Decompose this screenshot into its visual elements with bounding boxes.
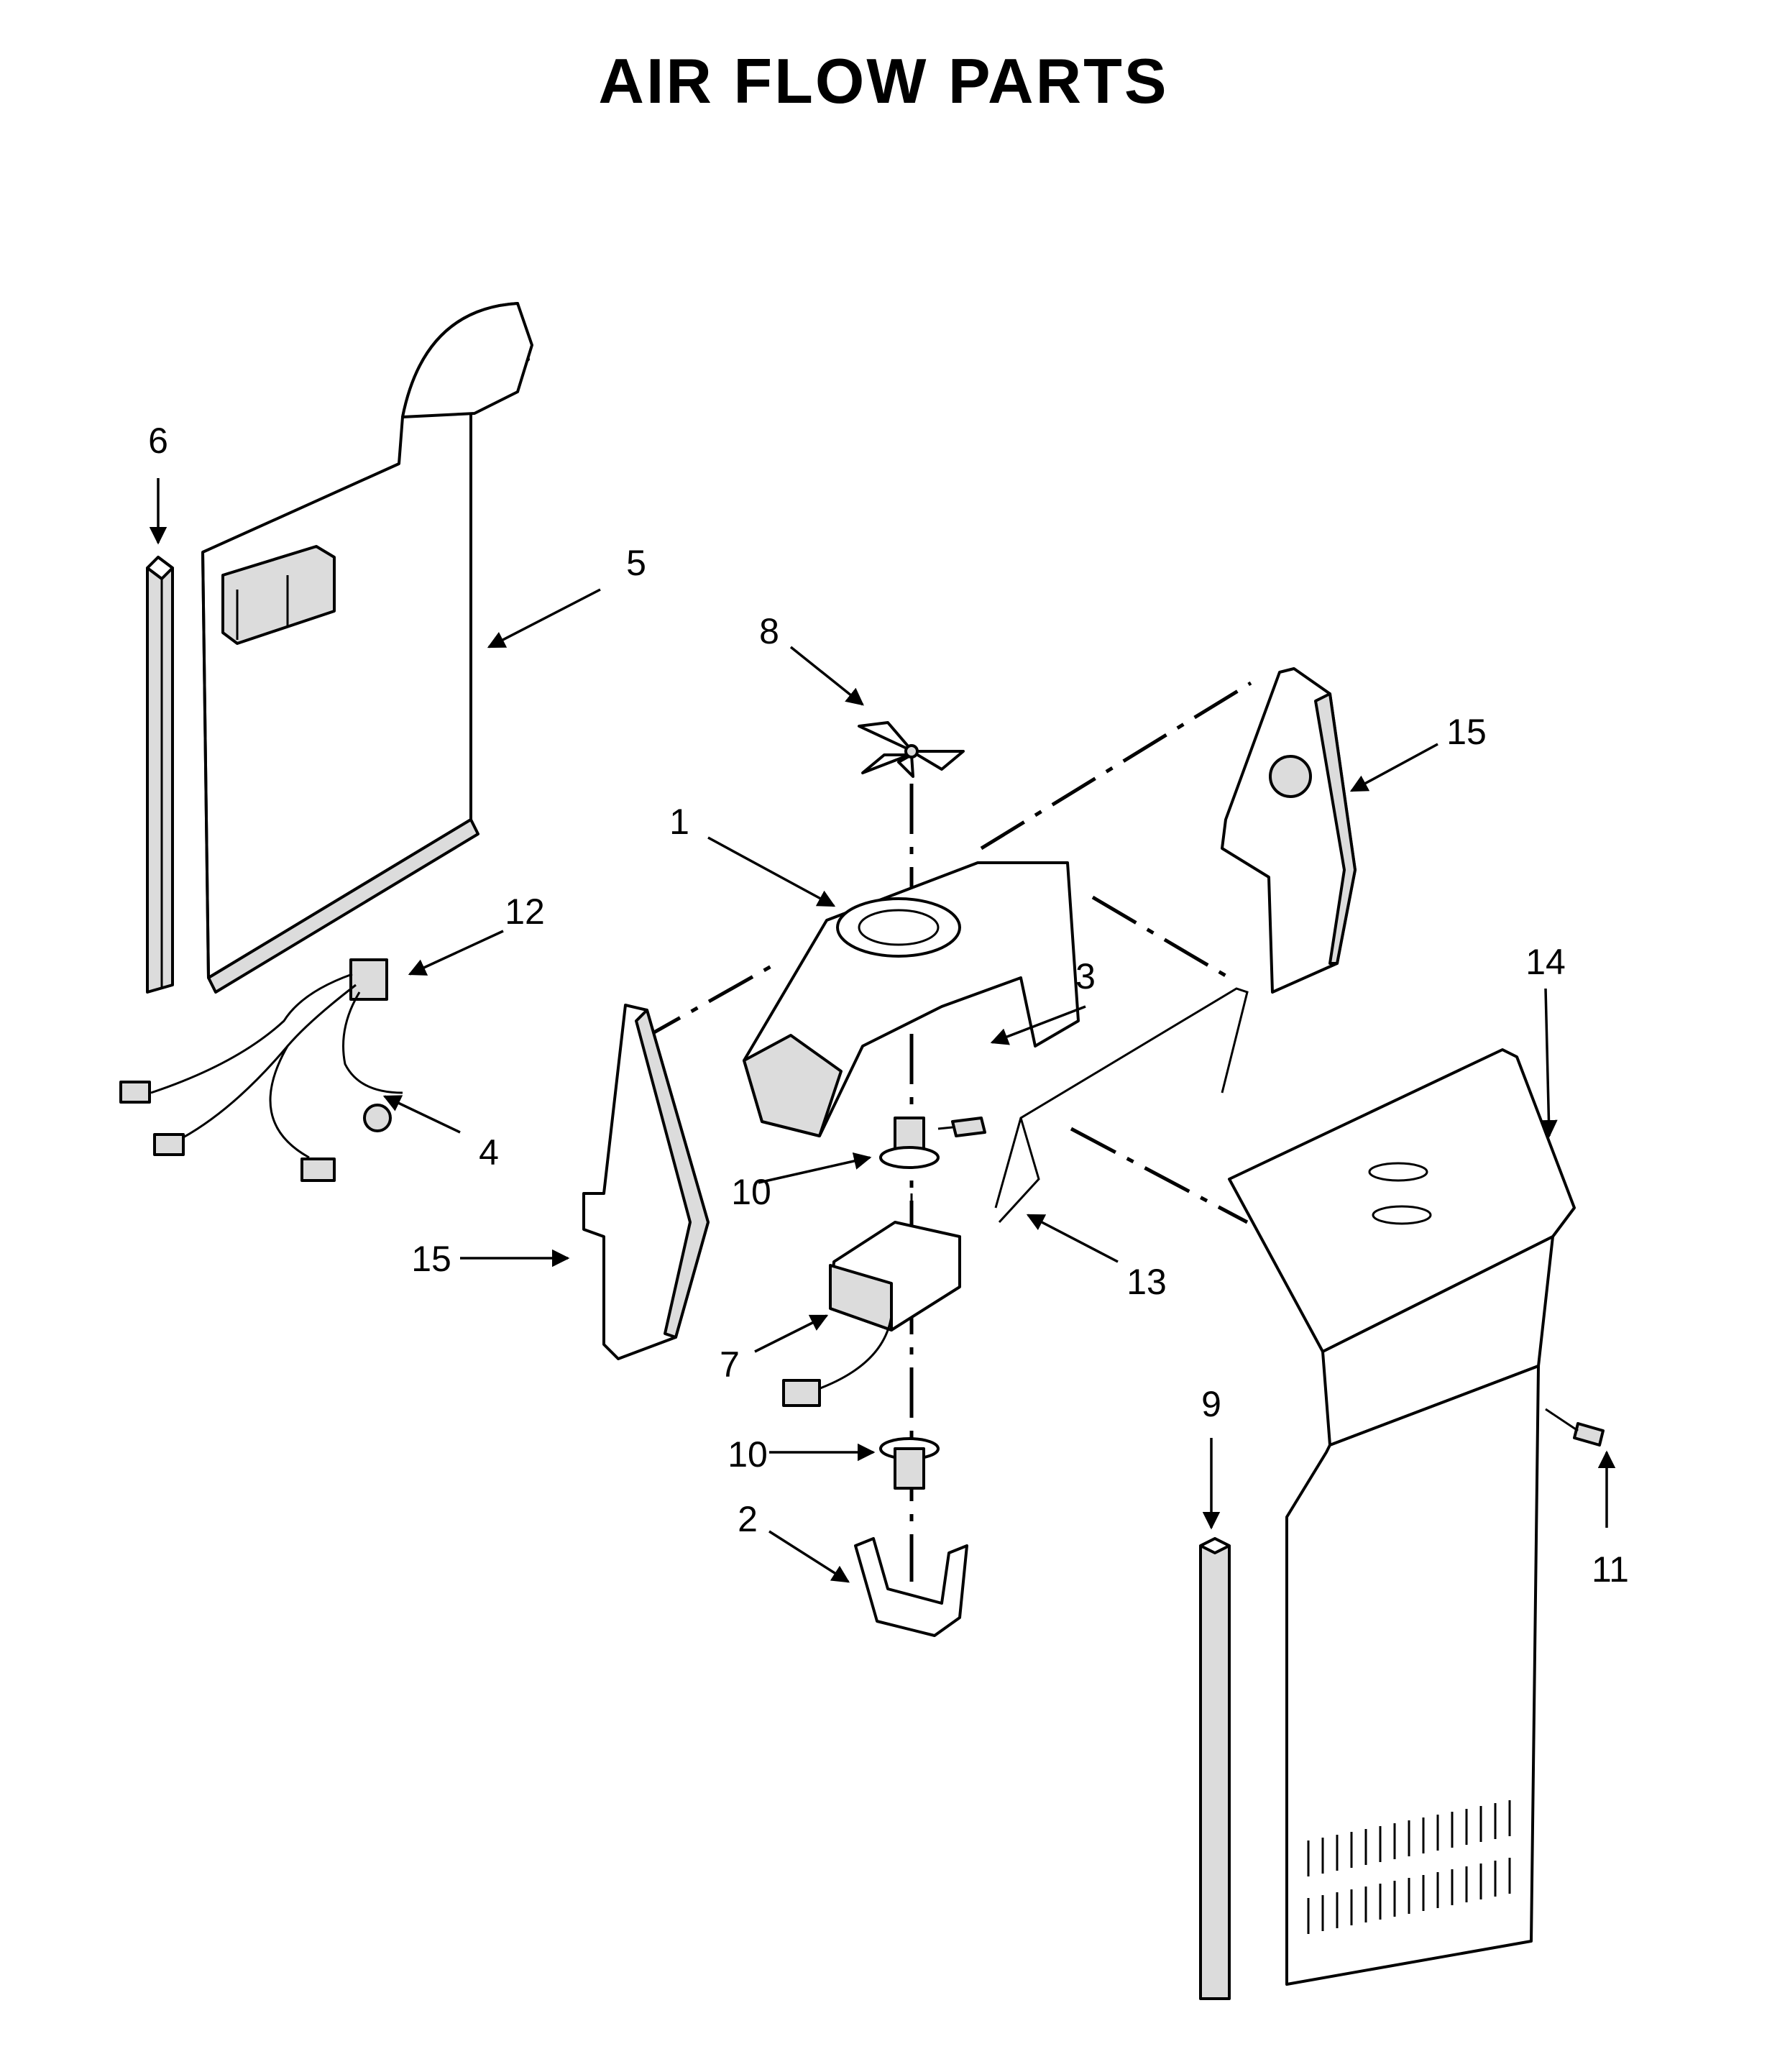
part-10-lower-grommet — [879, 1437, 940, 1490]
part-3-screw — [937, 1117, 986, 1137]
part-13-wire-clip — [994, 987, 1249, 1224]
callout-10-upper: 10 — [731, 1172, 771, 1212]
part-4-thermistor — [363, 1104, 392, 1132]
part-1-fan-housing — [743, 861, 1080, 1137]
part-11-screw — [1545, 1408, 1605, 1447]
callout-2: 2 — [738, 1499, 758, 1539]
callout-15-left: 15 — [411, 1239, 451, 1279]
part-2-motor-bracket — [854, 1537, 968, 1637]
callout-14: 14 — [1525, 942, 1566, 982]
part-15-right-foam — [1221, 667, 1357, 994]
callout-8: 8 — [759, 611, 779, 651]
part-7-fan-motor — [782, 1193, 961, 1407]
part-10-upper-grommet — [879, 1117, 940, 1169]
page-title: AIR FLOW PARTS — [598, 45, 1169, 116]
part-15-left-foam — [582, 1004, 710, 1360]
callout-4: 4 — [479, 1132, 499, 1173]
callout-leaders — [149, 478, 1616, 1583]
callout-6: 6 — [148, 421, 168, 461]
vent-slots — [1307, 1800, 1511, 1934]
callout-11: 11 — [1592, 1549, 1629, 1590]
callout-15-right: 15 — [1446, 712, 1487, 752]
part-8-fan-blade — [858, 721, 965, 778]
callout-13: 13 — [1126, 1262, 1167, 1302]
callout-3: 3 — [1075, 956, 1096, 996]
part-14-rear-panel — [1228, 1048, 1576, 1986]
callout-9: 9 — [1201, 1384, 1221, 1424]
callout-labels: 6 5 8 15 1 12 14 3 4 10 15 13 7 9 10 2 1… — [148, 421, 1629, 1590]
callout-10-lower: 10 — [728, 1434, 768, 1475]
part-5-evaporator-cover — [201, 302, 533, 994]
part-6-gasket-strip — [146, 556, 174, 994]
part-12-wire-harness — [119, 958, 403, 1182]
callout-7: 7 — [720, 1344, 740, 1385]
part-9-gasket-strip — [1199, 1537, 1231, 2000]
callout-5: 5 — [626, 543, 646, 583]
callout-1: 1 — [669, 802, 689, 842]
callout-12: 12 — [505, 891, 545, 932]
